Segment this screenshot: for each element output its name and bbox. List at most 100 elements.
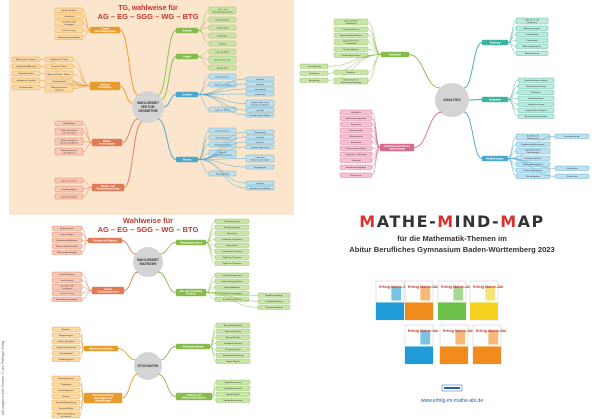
node-vg-l3c-label: Winkel zwischen xyxy=(61,140,78,142)
node-vg-r3-label: Geraden xyxy=(182,94,192,96)
node-a-r2g-label: Bestandsrekonstruktion xyxy=(525,115,549,118)
branch-line xyxy=(82,180,93,188)
branch-line xyxy=(507,42,517,54)
node-vg-r2c xyxy=(208,64,237,71)
node-vg-r4i xyxy=(245,144,275,150)
node-a-l1h-label: Streckung xyxy=(309,72,320,75)
node-a-l1a-label: ganzrationale xyxy=(344,20,358,23)
node-a-l2h xyxy=(339,151,373,157)
node-a-l2a xyxy=(339,109,373,115)
node-s-r1f xyxy=(215,352,251,358)
node-vg-r2-label: Punkte xyxy=(183,55,191,58)
book-cover: Erfolg Mathe-Abi xyxy=(439,324,473,365)
node-vg-r1d-label: Nullvektor xyxy=(218,34,228,37)
branch-line xyxy=(463,111,483,159)
node-a-l1b-label: Potenzfunktionen xyxy=(343,28,361,31)
node-a-r2-label: Integration xyxy=(489,98,501,101)
branch-line xyxy=(507,136,556,159)
node-vg-r3h-label: Gerade und Ebene xyxy=(251,104,270,107)
branch-line xyxy=(121,240,137,255)
node-a-r1d-label: Kettenregel xyxy=(526,39,538,42)
branch-line xyxy=(507,86,519,100)
node-a-r2c xyxy=(517,89,555,95)
copyright-note: Alle Angaben ohne Gewähr. © Lars Pfeffin… xyxy=(1,341,5,415)
node-vg-r3f xyxy=(245,91,275,97)
branch-line xyxy=(82,142,93,152)
branch-line xyxy=(197,159,210,174)
node-vg-l3a-label: Winkelpaare xyxy=(63,122,76,125)
node-s-l1f-label: Unabhängigkeit xyxy=(58,358,74,361)
node-a-r2g xyxy=(517,113,555,119)
node-vg-l2e xyxy=(11,70,41,76)
node-m-r1b-label: Übergangsgraph xyxy=(224,226,241,229)
node-a-r1f-label: Änderungsrate xyxy=(525,52,540,55)
node-vg-l2g xyxy=(11,77,41,83)
node-s-r1g xyxy=(215,358,251,364)
node-vg-r3b xyxy=(208,81,237,88)
node-s-l2d-label: Varianz xyxy=(62,395,69,398)
node-a-r2f-label: uneigentliche Integrale xyxy=(525,109,548,112)
node-a-r1f xyxy=(515,50,549,56)
branch-line xyxy=(197,30,210,44)
node-s-l2b xyxy=(51,381,81,387)
node-a-r3a xyxy=(515,133,551,141)
node-s-r1g-label: Sigma-Regeln xyxy=(226,361,241,363)
node-m-l1e-label: Matrizengleichungen xyxy=(57,251,78,254)
node-m-r2-label: Prozesse xyxy=(186,294,197,296)
node-vg-l2i-label: Vektorprodukt xyxy=(19,86,33,89)
promo-url[interactable]: www.erfolg-im-mathe-abi.de xyxy=(421,398,483,404)
node-s-r2b-label: Konfidenzintervall xyxy=(224,387,242,390)
node-a-l2f xyxy=(339,139,373,145)
center-vg-center xyxy=(132,91,164,123)
node-a-l1b xyxy=(333,26,369,32)
node-m-r2c-label: Rohstoffbedarfe xyxy=(224,286,240,289)
book-cover: Erfolg Mathe-Abi xyxy=(437,280,471,321)
node-a-r2b-label: Flächenberechnung xyxy=(526,85,546,88)
node-a-l1k xyxy=(333,77,369,85)
node-m-r1h xyxy=(214,260,250,266)
node-vg-l4c xyxy=(54,193,84,200)
node-vg-r3h-label: gegenseitige Lage xyxy=(251,101,270,104)
node-vg-l2a-label: Betrag eines Vektors xyxy=(16,58,37,61)
node-vg-l1b xyxy=(54,13,84,19)
book-title: Erfolg Mathe-Abi xyxy=(473,285,503,289)
node-s-l1a-label: Ereignis xyxy=(62,328,71,331)
node-a-r3a-label: quadratische xyxy=(527,135,540,138)
center-a-center-label: ANALYSIS xyxy=(443,98,461,102)
branch-line xyxy=(507,99,519,117)
node-vg-r4-label: Ebenen xyxy=(183,159,192,161)
node-s-l2g xyxy=(51,411,81,419)
node-a-r3d-label: trigonometrische xyxy=(525,149,542,152)
node-vg-l2j-label: Winkel zwischen xyxy=(51,87,68,89)
node-s-r2d-label: Stichprobenumfang xyxy=(224,399,244,402)
center-m-center-label: MATRIZEN xyxy=(140,262,157,266)
branch-line xyxy=(119,29,139,96)
node-vg-l2a xyxy=(11,56,41,62)
center-vg-center-label: GEOMETRIE xyxy=(138,109,159,113)
node-vg-l2c-label: Lotfußpunkt/Abstand xyxy=(16,65,37,68)
branch-line xyxy=(371,147,381,176)
node-vg-l1c xyxy=(54,19,84,27)
branch-line xyxy=(413,111,443,148)
node-s-l1d xyxy=(51,344,81,350)
node-vg-l3c-label: Gerade und Ebene xyxy=(60,142,79,145)
node-m-l1b xyxy=(51,231,83,237)
branch-line xyxy=(197,56,210,68)
branch-line xyxy=(468,99,483,101)
node-vg-r4l xyxy=(245,180,275,186)
node-m-l1d xyxy=(51,243,83,249)
node-vg-l1c-label: unendlich viele xyxy=(62,22,77,24)
book-cover: Erfolg Mathe-Abi xyxy=(404,280,438,321)
node-vg-r3i xyxy=(245,107,275,113)
node-m-r1a-label: Übergangsmatrix xyxy=(224,220,242,223)
node-m-r1f-label: Stationärer Zustand xyxy=(222,250,242,253)
branch-line xyxy=(197,10,210,31)
node-m-l2c xyxy=(51,283,83,291)
node-a-l2k-label: Regression xyxy=(350,174,362,177)
node-m-r1-label: Übergangsprozesse xyxy=(180,241,203,244)
node-vg-r3g-label: Lage zur Ebene xyxy=(215,108,231,111)
node-m-r2g xyxy=(257,298,291,304)
node-vg-l2-label: Grundlagen xyxy=(99,87,112,89)
node-a-l1-label: Funktionen xyxy=(389,53,402,56)
